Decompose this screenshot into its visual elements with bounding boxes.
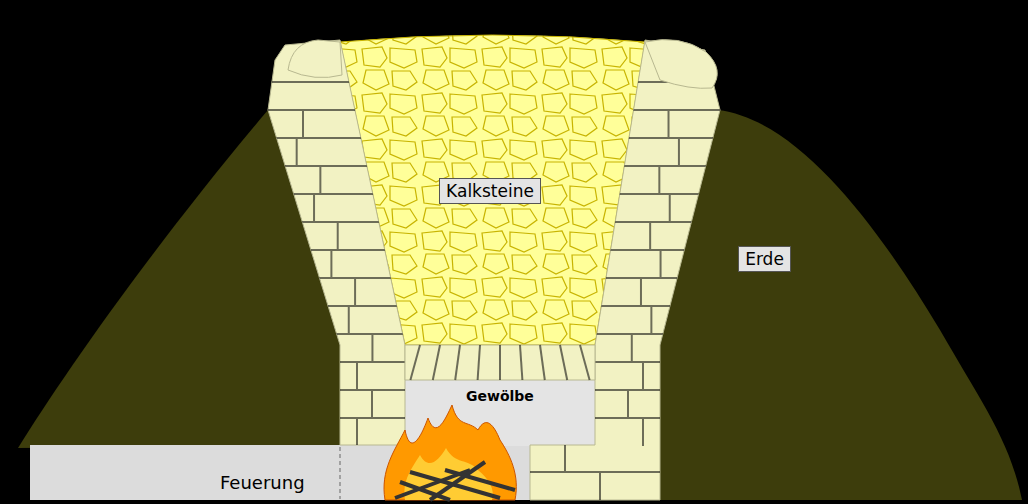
earth-right xyxy=(660,110,1022,500)
brick-joint xyxy=(313,194,315,222)
brick-joint xyxy=(356,362,358,390)
vault-arch xyxy=(405,345,595,380)
brick-joint xyxy=(564,445,566,472)
brick-joint xyxy=(478,345,480,380)
brick-joint xyxy=(599,472,601,500)
brick-joint xyxy=(520,345,522,380)
brick-joint xyxy=(250,249,420,251)
brick-joint xyxy=(668,110,670,138)
box-text: Erde xyxy=(745,249,784,269)
brick-joint xyxy=(520,165,740,167)
vault-label: Gewölbe xyxy=(466,388,534,404)
brick-joint xyxy=(627,390,629,418)
brick-joint xyxy=(520,417,740,419)
brick-joint xyxy=(520,277,740,279)
cap-stone xyxy=(288,40,342,78)
brick-joint xyxy=(250,221,420,223)
brick-joint xyxy=(520,249,740,251)
brick-joint xyxy=(250,165,420,167)
brick-joint xyxy=(330,250,332,278)
brick-joint xyxy=(540,345,545,380)
brick-joint xyxy=(250,305,420,307)
brick-joint xyxy=(296,138,298,166)
brick-joint xyxy=(520,221,740,223)
brick-joint xyxy=(499,345,501,380)
brick-joint xyxy=(250,277,420,279)
brick-joint xyxy=(455,345,460,380)
cap-stone xyxy=(645,40,717,89)
brick-joint xyxy=(319,166,321,194)
brick-joint xyxy=(433,345,440,380)
dashed-line xyxy=(340,447,341,499)
brick-joint xyxy=(530,471,660,473)
brick-joint xyxy=(649,222,651,250)
kiln-wall-left xyxy=(268,40,405,445)
brick-joint xyxy=(371,390,373,418)
brick-joint xyxy=(678,138,680,166)
brick-joint xyxy=(560,345,567,380)
brick-joint xyxy=(520,109,740,111)
brick-joint xyxy=(631,334,633,362)
brick-joint xyxy=(658,166,660,194)
brick-joint xyxy=(410,345,420,380)
brick-joint xyxy=(640,278,642,306)
brick-joint xyxy=(250,109,420,111)
brick-joint xyxy=(356,418,358,446)
brick-joint xyxy=(250,333,420,335)
brick-joint xyxy=(250,137,420,139)
fire xyxy=(384,405,516,500)
brick-joint xyxy=(642,362,644,390)
brick-joint xyxy=(520,333,740,335)
brick-joint xyxy=(354,278,356,306)
brick-joint xyxy=(642,418,644,446)
firing-label: Feuerung xyxy=(220,472,305,493)
brick-joint xyxy=(348,306,350,334)
brick-joint xyxy=(669,194,671,222)
brick-joint xyxy=(650,306,652,334)
brick-joint xyxy=(520,137,740,139)
brick-joint xyxy=(337,222,339,250)
box-text: Kalksteine xyxy=(446,181,534,201)
brick-joint xyxy=(250,389,420,391)
brick-joint xyxy=(580,345,590,380)
brick-joint xyxy=(520,389,740,391)
brick-joint xyxy=(520,305,740,307)
brick-joint xyxy=(302,110,304,138)
brick-joint xyxy=(250,361,420,363)
label-box: Erde xyxy=(738,246,791,272)
brick-joint xyxy=(660,250,662,278)
brick-joint xyxy=(371,334,373,362)
label-box: Kalksteine xyxy=(439,178,541,204)
brick-joint xyxy=(250,193,420,195)
brick-joint xyxy=(250,417,420,419)
brick-joint xyxy=(520,193,740,195)
brick-joint xyxy=(250,81,420,83)
